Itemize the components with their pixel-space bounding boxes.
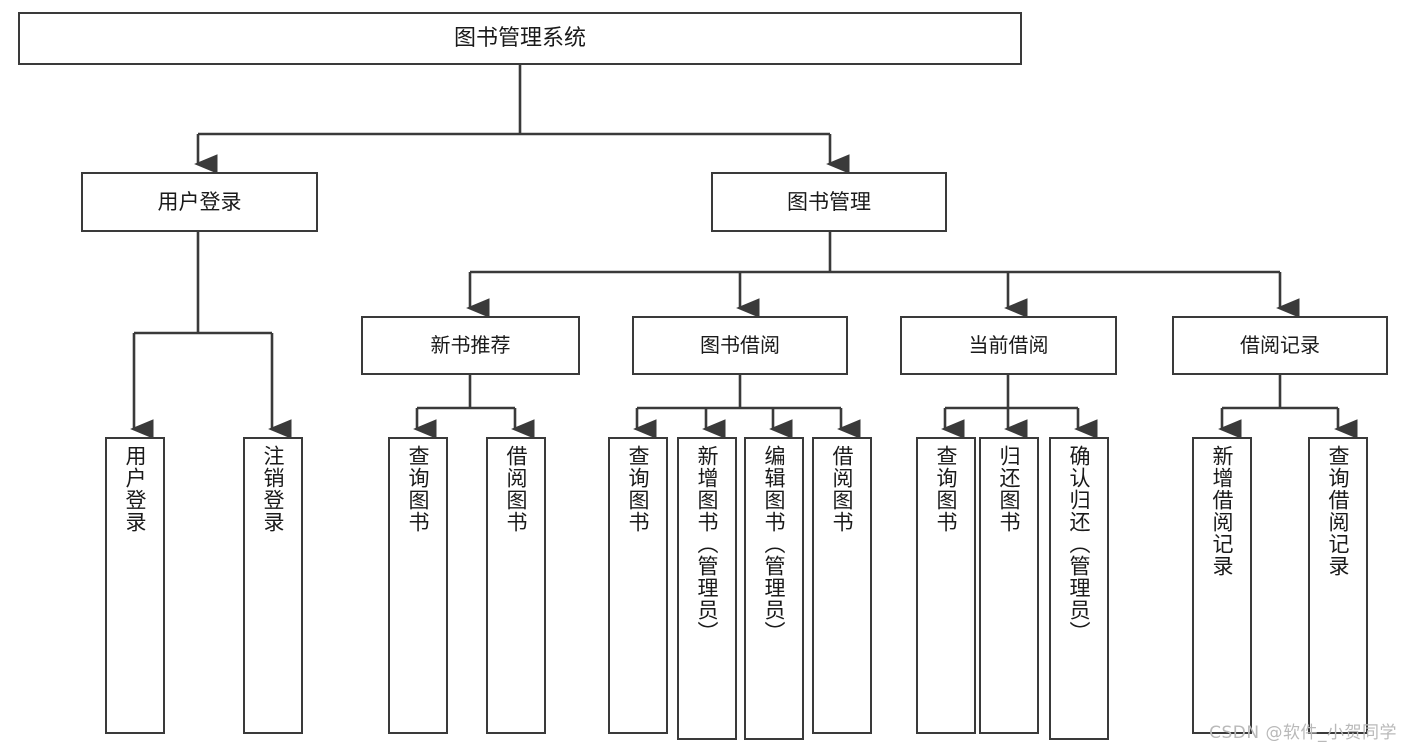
node-label: 查询图书 — [934, 445, 959, 533]
node-label: 编辑图书（管理员） — [762, 445, 787, 643]
node-leaf-query-book-recommend[interactable]: 查询图书 — [388, 437, 448, 734]
node-leaf-user-login[interactable]: 用户登录 — [105, 437, 165, 734]
node-leaf-confirm-return[interactable]: 确认归还（管理员） — [1049, 437, 1109, 740]
node-current-borrow[interactable]: 当前借阅 — [900, 316, 1117, 375]
node-label: 确认归还（管理员） — [1067, 445, 1092, 643]
node-label: 用户登录 — [157, 189, 242, 214]
node-leaf-query-borrow-record[interactable]: 查询借阅记录 — [1308, 437, 1368, 734]
node-label: 查询图书 — [626, 445, 651, 533]
node-root-system[interactable]: 图书管理系统 — [18, 12, 1022, 65]
node-label: 借阅图书 — [830, 445, 855, 533]
node-label: 当前借阅 — [968, 332, 1049, 357]
node-label: 归还图书 — [997, 445, 1022, 533]
node-leaf-logout-login[interactable]: 注销登录 — [243, 437, 303, 734]
node-label: 用户登录 — [123, 445, 148, 533]
node-label: 新书推荐 — [430, 332, 511, 357]
node-label: 图书管理 — [787, 189, 871, 214]
watermark: CSDN @软件_小贺同学 — [1209, 723, 1397, 743]
node-label: 图书借阅 — [700, 332, 780, 357]
node-label: 借阅记录 — [1240, 332, 1320, 357]
node-label: 图书管理系统 — [453, 25, 586, 51]
node-label: 注销登录 — [261, 445, 286, 533]
node-label: 查询图书 — [406, 445, 431, 533]
node-leaf-borrow-book-recommend[interactable]: 借阅图书 — [486, 437, 546, 734]
node-user-login[interactable]: 用户登录 — [81, 172, 318, 232]
node-leaf-edit-book[interactable]: 编辑图书（管理员） — [744, 437, 804, 740]
node-leaf-return-book[interactable]: 归还图书 — [979, 437, 1039, 734]
node-leaf-query-book-borrow[interactable]: 查询图书 — [608, 437, 668, 734]
node-label: 新增借阅记录 — [1210, 445, 1235, 577]
node-leaf-add-book[interactable]: 新增图书（管理员） — [677, 437, 737, 740]
node-book-borrow[interactable]: 图书借阅 — [632, 316, 848, 375]
node-leaf-add-borrow-record[interactable]: 新增借阅记录 — [1192, 437, 1252, 734]
node-label: 查询借阅记录 — [1326, 445, 1351, 577]
node-label: 新增图书（管理员） — [695, 445, 720, 643]
node-borrow-record[interactable]: 借阅记录 — [1172, 316, 1388, 375]
node-book-manage[interactable]: 图书管理 — [711, 172, 947, 232]
node-leaf-query-book-current[interactable]: 查询图书 — [916, 437, 976, 734]
node-leaf-borrow-book[interactable]: 借阅图书 — [812, 437, 872, 734]
node-new-book-recommend[interactable]: 新书推荐 — [361, 316, 580, 375]
node-label: 借阅图书 — [504, 445, 529, 533]
